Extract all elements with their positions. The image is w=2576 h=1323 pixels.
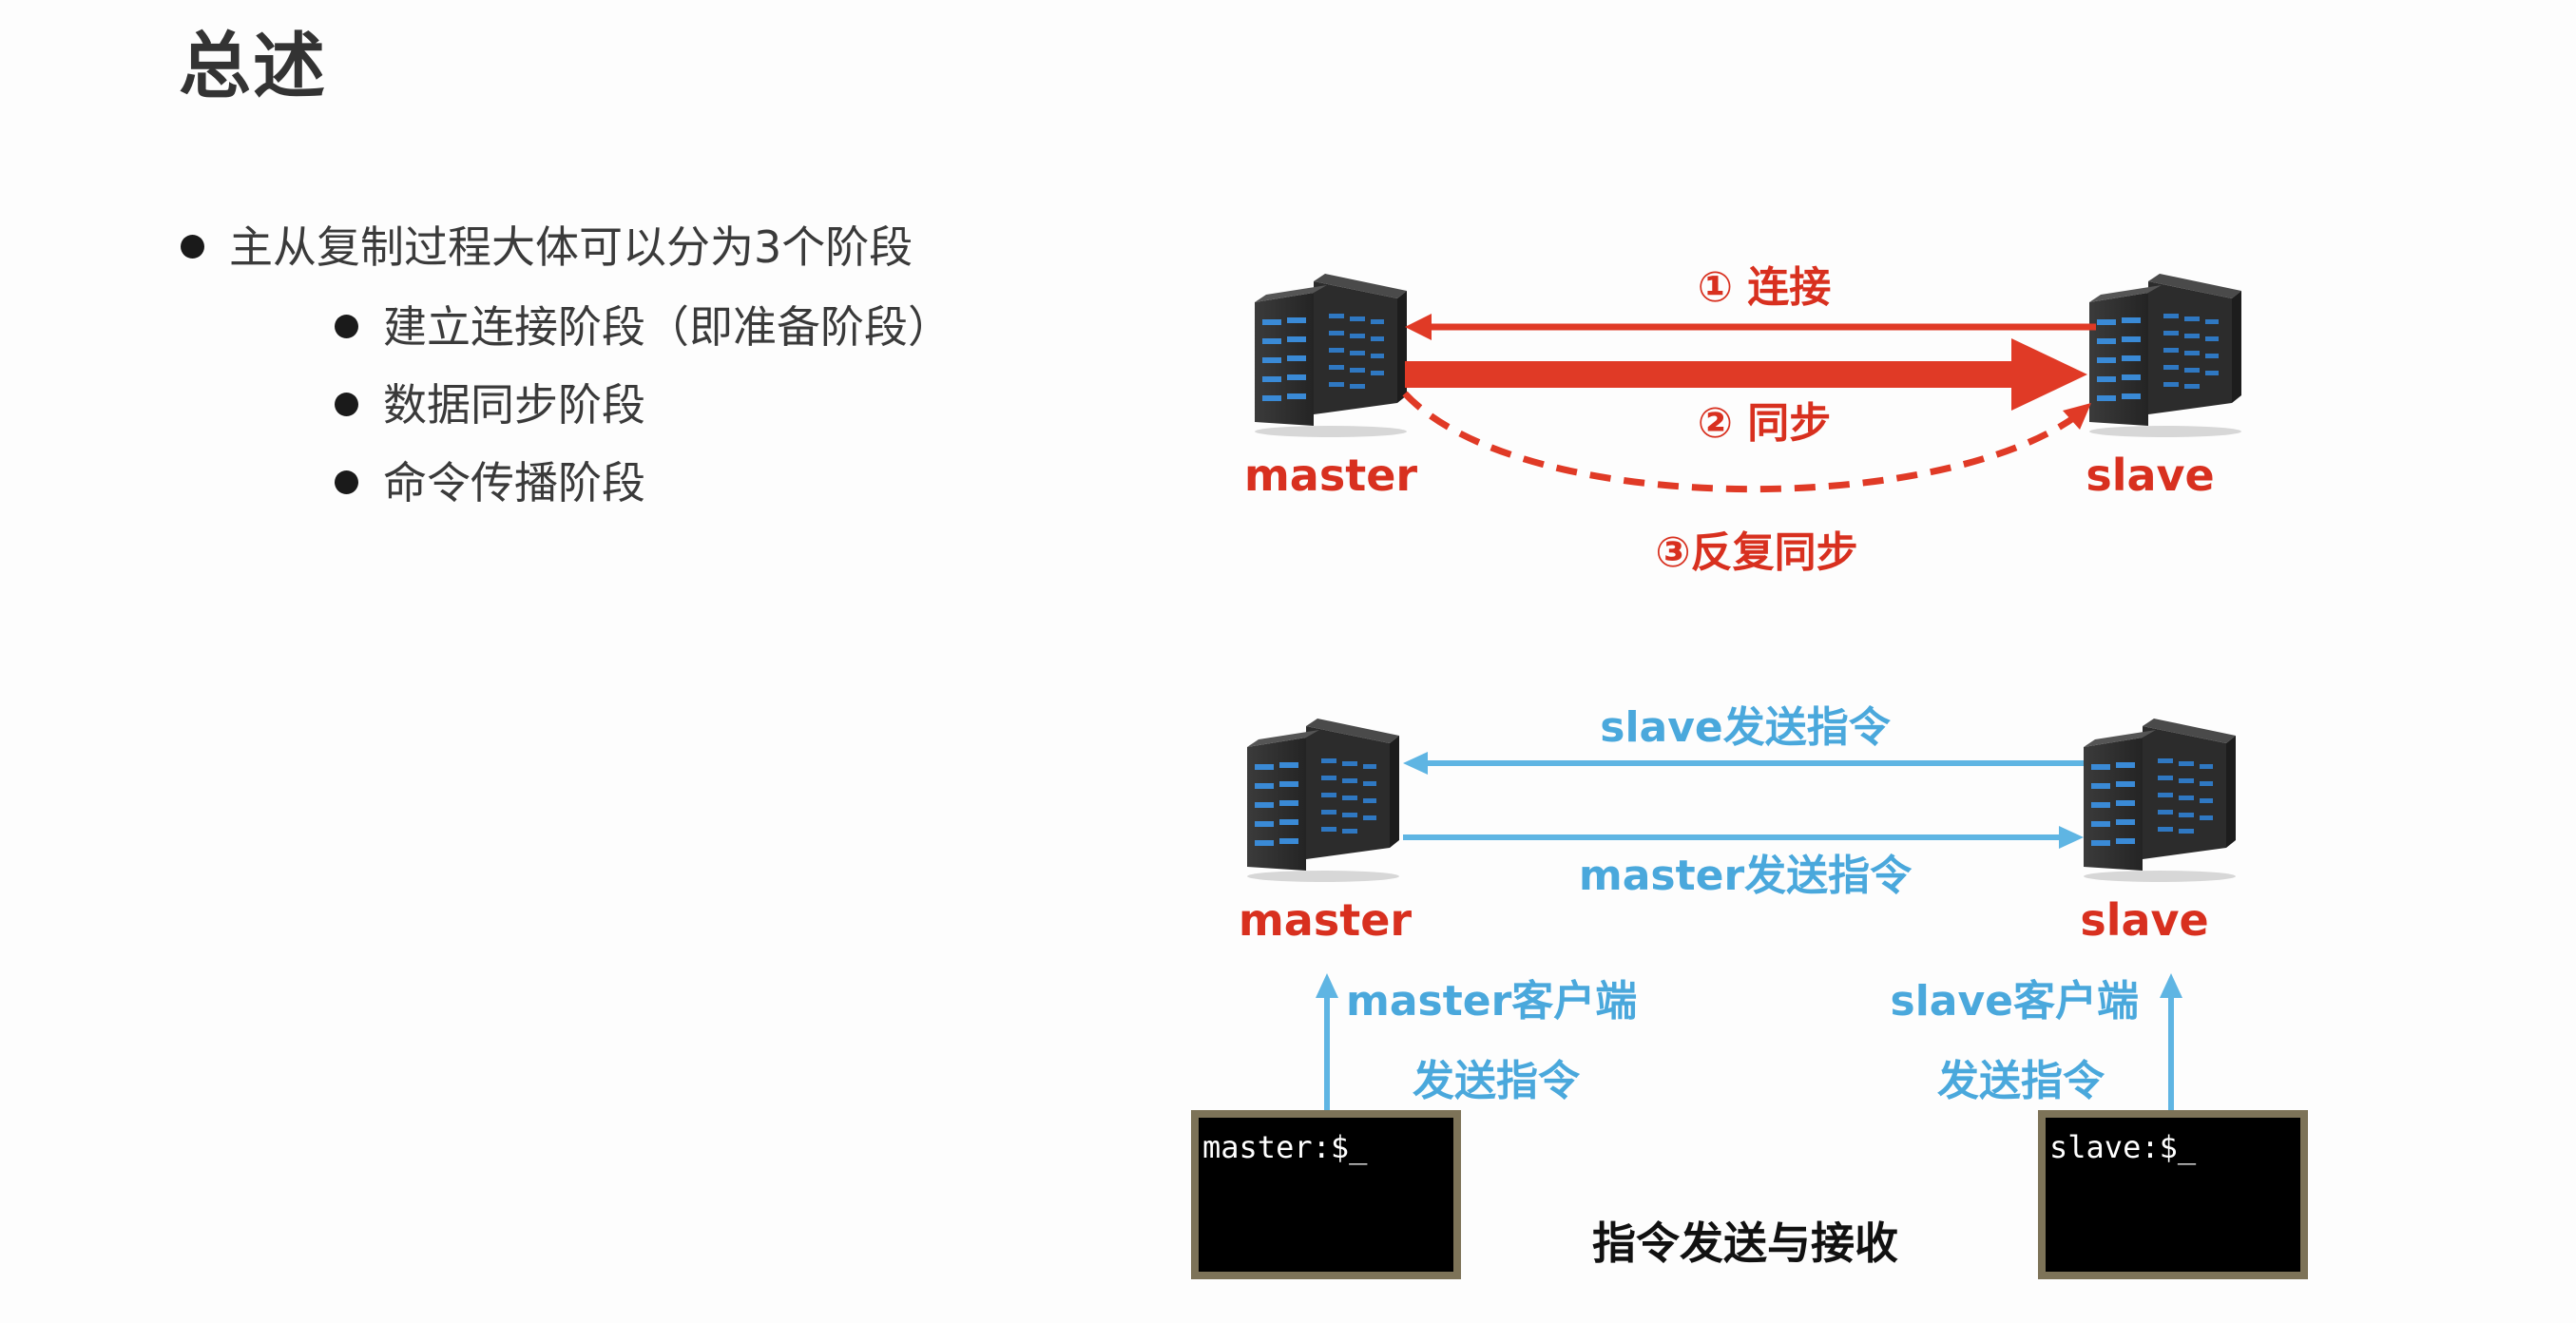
step-sync-label: ② 同步 (1698, 399, 1832, 448)
slave-client-label-1: slave客户端 (1891, 977, 2140, 1026)
bullet-sub-2-text: 数据同步阶段 (383, 379, 645, 431)
master-server-icon (1255, 274, 1407, 437)
bottom-slave-label: slave (2080, 894, 2208, 946)
bullet-dot (335, 315, 358, 338)
sync-arrow (1405, 338, 2087, 411)
diagram-caption: 指令发送与接收 (1592, 1218, 1898, 1269)
bullet-dot (335, 393, 358, 416)
bullet-sub-2: 数据同步阶段 (335, 371, 645, 433)
slave-client-label-2: 发送指令 (1937, 1057, 2105, 1105)
bullet-main: 主从复制过程大体可以分为3个阶段 (181, 213, 913, 276)
top-master-label: master (1244, 450, 1418, 501)
master-terminal: master:$_ (1191, 1110, 1461, 1279)
master-client-label-2: 发送指令 (1413, 1057, 1581, 1105)
slave-client-arrow (2160, 973, 2182, 1110)
master-send-arrow (1403, 826, 2084, 849)
slave-send-arrow (1403, 752, 2084, 775)
repeat-sync-arc (1402, 391, 2091, 493)
slave-terminal-prompt: slave:$_ (2049, 1129, 2197, 1165)
master-terminal-prompt: master:$_ (1202, 1129, 1368, 1165)
master-client-label-1: master客户端 (1346, 977, 1637, 1026)
master-server-icon (1247, 719, 1399, 882)
slave-server-icon (2089, 274, 2241, 437)
bullet-sub-3-text: 命令传播阶段 (383, 457, 645, 508)
top-diagram: ① 连接 ② 同步 ③反复同步 master slave (1244, 263, 2241, 577)
bullet-dot (335, 470, 358, 494)
step-repeat-sync-label: ③反复同步 (1655, 528, 1857, 577)
slide-title: 总述 (179, 24, 327, 108)
bullet-sub-1-text: 建立连接阶段（即准备阶段） (383, 301, 952, 353)
bullet-sub-3: 命令传播阶段 (335, 449, 645, 511)
bullet-sub-1: 建立连接阶段（即准备阶段） (335, 293, 952, 355)
top-slave-label: slave (2086, 450, 2214, 501)
slave-terminal: slave:$_ (2038, 1110, 2308, 1279)
bullet-main-text: 主从复制过程大体可以分为3个阶段 (229, 221, 913, 273)
step-connect-label: ① 连接 (1698, 263, 1832, 312)
master-client-arrow (1316, 973, 1338, 1110)
bottom-diagram: slave发送指令 master发送指令 master slave master… (1191, 703, 2308, 1279)
bullet-dot (181, 235, 204, 259)
slave-send-label: slave发送指令 (1600, 703, 1891, 752)
master-send-label: master发送指令 (1579, 852, 1913, 900)
bottom-master-label: master (1239, 894, 1413, 946)
connect-arrow (1405, 314, 2096, 340)
slave-server-icon (2084, 719, 2236, 882)
